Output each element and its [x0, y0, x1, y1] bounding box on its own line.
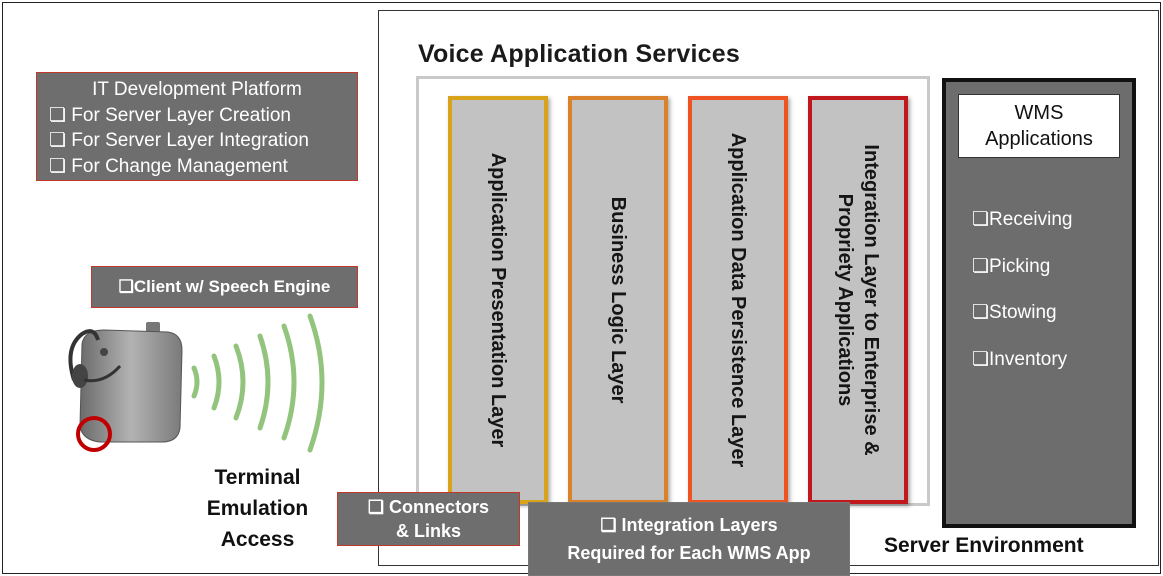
business-logic-layer: Business Logic Layer — [568, 96, 668, 504]
connectors-links-box: ❏ Connectors & Links — [337, 492, 520, 546]
connectors-line: ❏ Connectors — [367, 497, 490, 517]
layer-label: Application Data Persistence Layer — [727, 132, 749, 468]
wms-item-receiving: ❏Receiving — [972, 209, 1073, 230]
it-platform-item: ❏ For Change Management — [49, 155, 288, 177]
it-platform-title: IT Development Platform — [92, 79, 302, 100]
layer-label-line: Propriety Applications — [834, 193, 856, 407]
terminal-emulation-access-label: Terminal Emulation Access — [180, 462, 335, 555]
wms-applications-title: WMS Applications — [958, 94, 1120, 158]
terminal-line: Access — [220, 528, 295, 551]
wireless-signal-icon — [191, 313, 325, 453]
layer-label-line: Integration Layer to Enterprise & — [860, 144, 882, 456]
voice-terminal-device-icon — [68, 313, 325, 453]
terminal-line: Terminal — [214, 466, 301, 489]
client-speech-engine-box: ❏Client w/ Speech Engine — [91, 266, 358, 308]
it-platform-item: ❏ For Server Layer Integration — [49, 130, 309, 151]
application-presentation-layer: Application Presentation Layer — [448, 96, 548, 504]
voice-application-services-title: Voice Application Services — [418, 40, 740, 68]
it-development-platform-box: IT Development Platform ❏ For Server Lay… — [36, 72, 358, 181]
connectors-line: & Links — [395, 521, 461, 541]
headset-icon — [68, 329, 122, 388]
it-platform-item: ❏ For Server Layer Creation — [49, 104, 291, 126]
wms-item-inventory: ❏Inventory — [972, 349, 1068, 370]
integration-layers-box: ❏ Integration Layers Required for Each W… — [528, 502, 850, 576]
integration-line: ❏ Integration Layers — [600, 515, 778, 535]
layer-label: Application Presentation Layer — [487, 152, 509, 448]
wms-title-line: WMS — [1014, 102, 1064, 124]
integration-line: Required for Each WMS App — [567, 543, 811, 563]
wms-item-picking: ❏Picking — [972, 256, 1051, 277]
layer-label-multiline: Integration Layer to Enterprise & Propri… — [832, 144, 884, 455]
wms-item-stowing: ❏Stowing — [972, 302, 1057, 323]
server-environment-label: Server Environment — [884, 534, 1084, 557]
application-data-persistence-layer: Application Data Persistence Layer — [688, 96, 788, 504]
layer-label: Business Logic Layer — [607, 196, 629, 404]
integration-layer-enterprise: Integration Layer to Enterprise & Propri… — [808, 96, 908, 504]
wms-title-line: Applications — [985, 128, 1093, 150]
client-label: ❏Client w/ Speech Engine — [118, 277, 331, 296]
terminal-line: Emulation — [206, 497, 309, 520]
